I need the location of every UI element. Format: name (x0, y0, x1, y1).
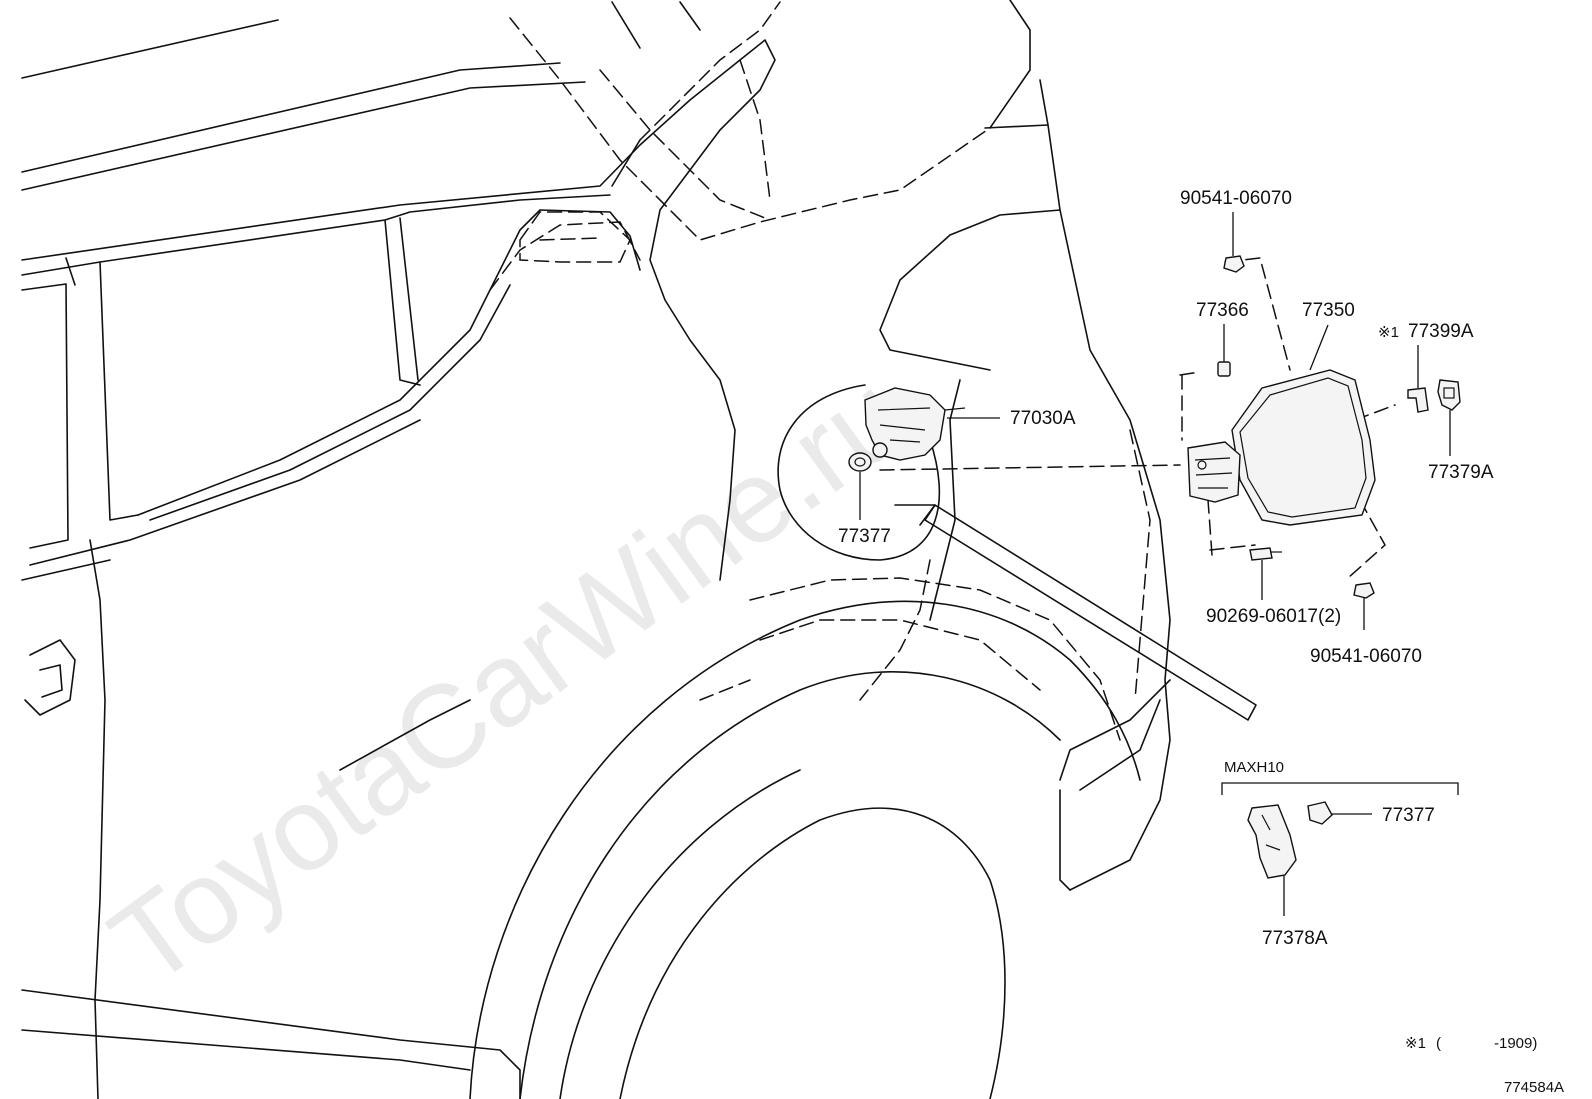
label-77350: 77350 (1302, 300, 1355, 321)
car-body-outline (21, 0, 1257, 1099)
grommet-77377-right (1307, 801, 1333, 825)
spring-77399a (1407, 387, 1429, 413)
footnote-open: ( (1436, 1035, 1441, 1052)
label-77366: 77366 (1196, 300, 1249, 321)
screw-90269 (1249, 547, 1282, 561)
lid-opener-actuator-77030a (864, 387, 966, 461)
label-screw: 90269-06017(2) (1206, 606, 1341, 627)
label-note-mark: ※1 (1378, 324, 1399, 341)
label-77378a: 77378A (1262, 928, 1328, 949)
label-variant: MAXH10 (1224, 759, 1284, 776)
part-labels: 90541-06070 77366 77350 ※1 77399A 77030A… (838, 188, 1494, 949)
watermark-text: ToyotaCarWine.ru (88, 349, 930, 1011)
clip-77366 (1217, 361, 1231, 377)
label-77377-right: 77377 (1382, 805, 1435, 826)
leader-lines (859, 212, 1459, 916)
footnote: ※1 ( -1909) (1405, 1035, 1537, 1052)
clip-77379a (1437, 379, 1461, 411)
footnote-mark: ※1 (1405, 1035, 1426, 1052)
label-77379a: 77379A (1428, 462, 1494, 483)
drawing-id: 774584A (1504, 1079, 1564, 1096)
bracket-77378a (1247, 804, 1297, 879)
nut-90541-bottom (1353, 582, 1375, 599)
label-77030a: 77030A (1010, 408, 1076, 429)
fuel-lid-77350 (1187, 369, 1376, 526)
label-77399a: 77399A (1408, 321, 1474, 342)
label-bolt-bottom: 90541-06070 (1310, 646, 1422, 667)
label-77377-left: 77377 (838, 526, 891, 547)
label-bolt-top: 90541-06070 (1180, 188, 1292, 209)
nut-90541-top (1223, 255, 1245, 273)
footnote-range: -1909) (1494, 1035, 1537, 1052)
grommet-77377-left (848, 452, 872, 472)
